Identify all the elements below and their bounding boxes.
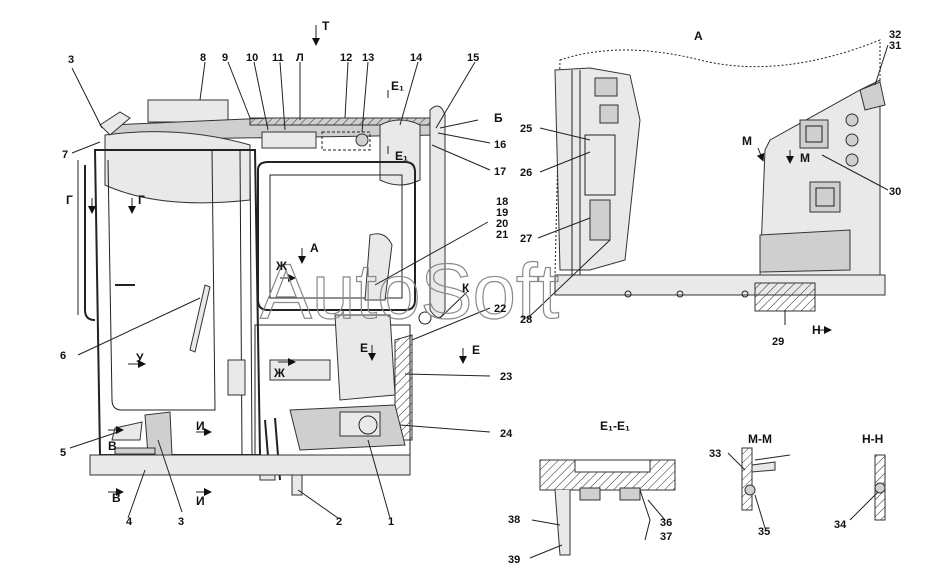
pedal-3 [144,411,173,456]
view-title-m: М-М [748,432,772,446]
seat-back-18 [364,233,393,301]
door-pillar [239,149,243,456]
section-g-right: Г [138,193,145,207]
section-e1-top: Е₁ [391,79,404,93]
callout-27: 27 [520,233,532,245]
callout-9: 9 [222,52,228,64]
callout-12: 12 [340,52,352,64]
callout-1: 1 [388,516,394,528]
callout-17: 17 [494,166,506,178]
callout-33: 33 [709,448,721,460]
callout-23: 23 [500,371,512,383]
bolt-32 [859,81,886,111]
section-m-right: М [800,151,810,165]
callout-29: 29 [772,336,784,348]
section-a-arrow: А [310,241,319,255]
section-n: Н [812,323,821,337]
callout-21: 21 [496,229,508,241]
callout-10: 10 [246,52,258,64]
section-v-lower: В [112,491,121,505]
roof-block-8 [147,99,229,123]
pedal-5 [111,421,143,441]
section-m [741,447,791,511]
section-b: Б [494,111,503,125]
callout-34: 34 [834,519,847,531]
callout-22: 22 [494,303,506,315]
fixture-13 [355,133,369,147]
callout-30: 30 [889,186,901,198]
handrail-6 [84,165,96,321]
side-console [554,67,641,271]
callout-labels: 1 2 3 3 4 5 6 7 8 9 10 11 Л 12 13 14 15 … [60,29,901,566]
section-k: К [462,281,470,295]
base-rail [554,274,886,296]
callout-5: 5 [60,447,66,459]
section-zh-upper: Ж [275,259,287,273]
cowl-14 [379,119,421,186]
front-glass [107,149,216,411]
section-a-title: А [694,29,703,43]
section-e1 [539,459,676,556]
section-zh-lower: Ж [273,366,285,380]
callout-28: 28 [520,314,532,326]
section-v-upper: В [108,439,117,453]
leader-lines [69,44,889,559]
callout-25: 25 [520,123,532,135]
callout-18: 18 [496,196,508,208]
callout-6: 6 [60,350,66,362]
cabin-view [77,99,446,496]
floor-4 [89,454,411,476]
section-u: У [136,351,144,365]
callout-20: 20 [496,218,508,230]
callout-4: 4 [126,516,133,528]
callout-3-bottom: 3 [178,516,184,528]
callout-37: 37 [660,531,672,543]
section-e-small: Е [360,341,368,355]
section-m-left: М [742,134,752,148]
callout-l: Л [296,52,304,64]
rear-handrail-15 [429,105,446,318]
section-g-left: Г [66,193,73,207]
rear-window [257,161,416,311]
watermark: AutoSoft [260,247,560,335]
callout-8: 8 [200,52,206,64]
section-t: Т [322,19,330,33]
callout-31: 31 [889,40,901,52]
wiper-6 [189,284,211,353]
callout-32: 32 [889,29,901,41]
callout-7: 7 [62,149,68,161]
section-i-upper: И [196,419,205,433]
callout-36: 36 [660,517,672,529]
section-labels: Т А Б Г Г А Ж Ж К У Е₁ Е₁ Е Е В В И И М … [66,19,883,508]
callout-16: 16 [494,139,506,151]
callout-26: 26 [520,167,532,179]
callout-39: 39 [508,554,520,566]
view-title-n: Н-Н [862,432,883,446]
grille-29 [754,282,816,312]
callout-38: 38 [508,514,520,526]
callout-19: 19 [496,207,508,219]
callout-15: 15 [467,52,479,64]
view-title-e1: Е₁-Е₁ [600,419,630,433]
bracket-7 [99,111,131,136]
callout-24: 24 [500,428,513,440]
callout-3-top: 3 [68,54,74,66]
callout-13: 13 [362,52,374,64]
callout-11: 11 [272,52,284,64]
panel-10 [261,131,317,149]
section-arrows [88,25,832,496]
front-visor [104,131,251,204]
callout-2: 2 [336,516,342,528]
section-e-arrow: Е [472,343,480,357]
section-n [874,454,886,521]
callout-35: 35 [758,526,770,538]
callout-14: 14 [410,52,423,64]
section-e1-bottom: Е₁ [395,149,408,163]
section-i-lower: И [196,494,205,508]
view-a-panels [554,39,886,312]
